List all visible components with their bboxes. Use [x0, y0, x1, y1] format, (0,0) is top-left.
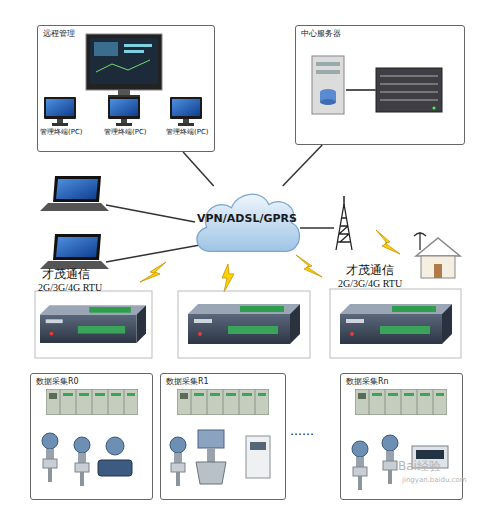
wireless-bolt-part	[222, 264, 234, 292]
house-part	[416, 238, 460, 256]
field-instrument-part	[250, 442, 266, 450]
plc-rack	[46, 389, 447, 415]
wireless-bolt-part	[376, 230, 400, 254]
monitor-screenshot-part	[118, 90, 130, 95]
rtu-device-part	[340, 304, 452, 344]
laptop-part	[53, 176, 101, 202]
field-instrument-part	[416, 450, 444, 459]
brand-label: 才茂通信	[346, 262, 394, 279]
radio-tower-part	[343, 196, 345, 205]
server-rack-part	[376, 68, 442, 112]
rtu-device-part	[188, 304, 300, 344]
plc-rack-part	[46, 389, 138, 415]
house	[414, 232, 460, 278]
field-instrument-part	[198, 430, 224, 448]
group-box: 中心服务器	[295, 25, 465, 145]
radio-tower-part	[300, 227, 334, 229]
laptop	[40, 234, 200, 269]
server-tower-part	[320, 99, 336, 105]
rtu-frame	[35, 289, 461, 358]
device-label: 管理终端(PC)	[166, 127, 209, 137]
laptop-part	[106, 245, 200, 262]
wireless-bolt-part	[140, 262, 166, 282]
field-instrument-part	[196, 462, 226, 484]
field-instrument-part	[352, 441, 368, 490]
laptop-part	[40, 203, 109, 211]
house-part	[414, 232, 426, 250]
server-tower	[312, 56, 344, 114]
field-instrument-part	[42, 433, 58, 482]
network-link	[283, 145, 323, 186]
laptop	[40, 176, 195, 222]
model-label: 2G/3G/4G RTU	[38, 282, 102, 293]
brand-label: 才茂通信	[42, 266, 90, 283]
rtu-device	[40, 304, 452, 344]
field-instrument-part	[106, 437, 124, 455]
model-label: 2G/3G/4G RTU	[338, 278, 402, 289]
group-title: 数据采集R0	[36, 376, 79, 387]
laptop-part	[53, 234, 101, 260]
server-tower-part	[316, 62, 340, 66]
monitor-screenshot-part	[124, 50, 144, 53]
wireless-bolt-part	[296, 255, 322, 277]
server-tower-part	[316, 70, 340, 74]
network-cloud: VPN/ADSL/GPRS	[190, 186, 304, 260]
server-rack	[346, 68, 442, 112]
pc-terminal-part	[108, 97, 140, 126]
ellipsis-mark: ……	[290, 424, 314, 438]
group-box: 数据采集R0	[30, 373, 153, 500]
monitor-screenshot-part	[96, 60, 150, 72]
watermark: Bai经验	[398, 458, 441, 475]
network-link	[183, 152, 214, 186]
field-instrument-part	[207, 448, 215, 462]
radio-tower-part	[336, 204, 352, 250]
network-label: VPN/ADSL/GPRS	[190, 212, 304, 225]
pc-terminal-part	[170, 97, 202, 126]
group-title: 中心服务器	[301, 28, 341, 39]
device-label: 管理终端(PC)	[40, 127, 83, 137]
monitor-screenshot-part	[90, 38, 158, 84]
field-instrument-part	[246, 436, 270, 478]
house-part	[421, 256, 455, 278]
radio-tower	[300, 196, 352, 250]
server-rack-part	[433, 107, 436, 110]
field-instrument-part	[74, 437, 90, 486]
rtu-device-part	[40, 305, 146, 343]
monitor-screenshot-part	[86, 34, 162, 90]
rtu-frame-part	[35, 291, 152, 358]
plc-rack-part	[177, 389, 269, 415]
field-instrument	[42, 430, 448, 490]
laptop-part	[56, 179, 98, 199]
group-title: 数据采集R1	[166, 376, 209, 387]
rtu-frame-part	[178, 291, 310, 358]
laptop-part	[106, 205, 195, 222]
house-part	[434, 264, 442, 278]
field-instrument-part	[382, 435, 398, 484]
server-tower-part	[312, 56, 344, 114]
plc-rack-part	[355, 389, 447, 415]
monitor-screenshot	[86, 34, 162, 98]
server-rack-part	[380, 76, 438, 100]
pc-terminal-part	[44, 97, 76, 126]
field-instrument-part	[98, 460, 132, 476]
laptop-part	[56, 237, 98, 257]
pc-terminal	[44, 97, 202, 126]
monitor-screenshot-part	[124, 44, 152, 47]
group-box: 数据采集R1	[160, 373, 286, 500]
group-title: 数据采集Rn	[346, 376, 389, 387]
field-instrument-part	[170, 437, 186, 486]
group-title: 远程管理	[43, 28, 75, 39]
monitor-screenshot-part	[94, 42, 118, 56]
server-rack-part	[346, 89, 376, 91]
watermark: jingyan.baidu.com	[402, 476, 467, 484]
rtu-frame-part	[330, 289, 461, 358]
device-label: 管理终端(PC)	[104, 127, 147, 137]
